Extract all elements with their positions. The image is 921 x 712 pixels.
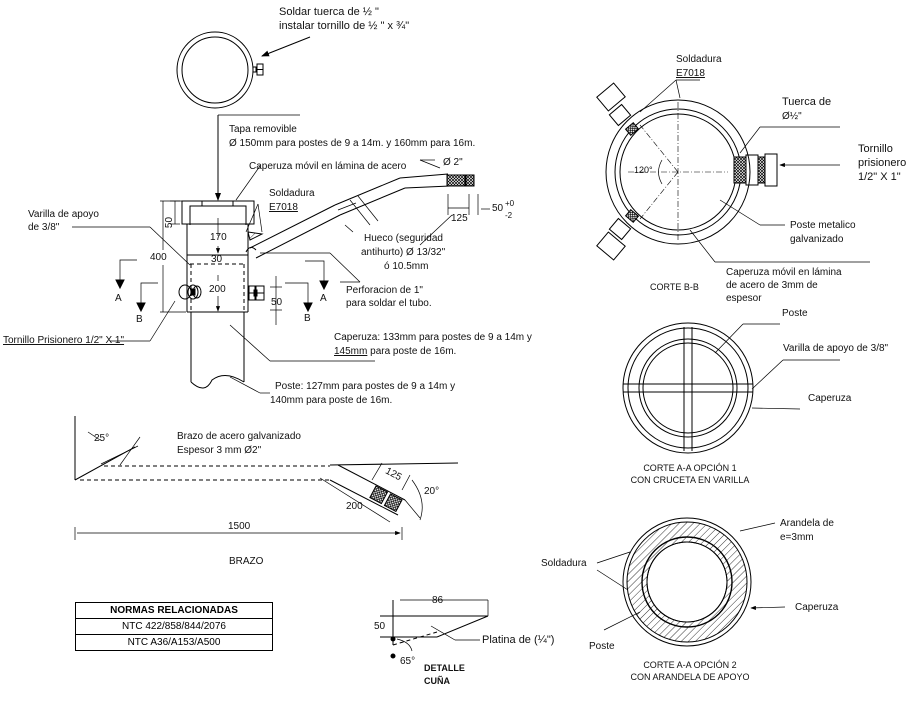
corte-aa-1 bbox=[622, 322, 840, 454]
diametro-label: Ø 2" bbox=[443, 157, 463, 168]
aa2-title-line2: CON ARANDELA DE APOYO bbox=[630, 672, 750, 682]
angle-65: 65° bbox=[400, 656, 416, 667]
caperuza-size-line2: 145mm para poste de 16m. bbox=[334, 345, 456, 358]
dim-50-top: 50 bbox=[164, 216, 176, 229]
dim-50-cuna: 50 bbox=[374, 621, 386, 632]
section-mark-a-left: A bbox=[115, 293, 122, 304]
normas-row: NTC A36/A153/A500 bbox=[75, 634, 273, 651]
dim-1500: 1500 bbox=[228, 521, 251, 532]
brazo-label-line1: Brazo de acero galvanizado bbox=[177, 431, 301, 442]
aa1-title-line1: CORTE A-A OPCIÓN 1 bbox=[643, 463, 737, 473]
dim-200-brazo: 200 bbox=[346, 501, 363, 512]
bb-caperuza-line3: espesor bbox=[726, 293, 762, 304]
bb-tornillo-line3: 1/2" X 1" bbox=[858, 171, 901, 183]
bb-angle-120: 120° bbox=[634, 165, 653, 175]
hueco-label-line1: Hueco (seguridad bbox=[364, 233, 443, 244]
aa2-arandela-line1: Arandela de bbox=[780, 518, 834, 529]
tornillo-prisionero-label: Tornillo Prisionero 1/2" X 1" bbox=[3, 335, 125, 346]
poste-size-line2: 140mm para poste de 16m. bbox=[270, 395, 393, 406]
dim-50-side: 50 bbox=[271, 297, 283, 308]
normas-row: NTC 422/858/844/2076 bbox=[75, 618, 273, 635]
brazo-view bbox=[74, 416, 459, 540]
bb-soldadura-line1: Soldadura bbox=[676, 54, 722, 65]
corte-aa-2 bbox=[596, 517, 786, 647]
bb-poste-line2: galvanizado bbox=[790, 234, 844, 245]
tolerance-lower: -2 bbox=[505, 211, 513, 220]
dim-30: 30 bbox=[211, 254, 223, 265]
caperuza-movil-label: Caperuza móvil en lámina de acero bbox=[249, 161, 407, 172]
bb-tuerca-line1: Tuerca de bbox=[782, 96, 832, 108]
aa2-soldadura-label: Soldadura bbox=[541, 558, 587, 569]
bb-poste-line1: Poste metalico bbox=[790, 220, 856, 231]
caperuza-size-145: 145mm bbox=[334, 346, 368, 357]
caperuza-size-line1: Caperuza: 133mm para postes de 9 a 14m y bbox=[334, 332, 532, 343]
brazo-label-line2: Espesor 3 mm Ø2" bbox=[177, 445, 262, 456]
top-note-line2: instalar tornillo de ½ " x ¾" bbox=[279, 20, 410, 32]
section-mark-b-left: B bbox=[136, 314, 143, 325]
dim-200: 200 bbox=[209, 284, 226, 295]
dim-86: 86 bbox=[432, 595, 444, 606]
bb-tornillo-line1: Tornillo bbox=[858, 143, 893, 155]
detalle-cuna bbox=[380, 599, 489, 659]
tolerance-upper: +0 bbox=[505, 199, 515, 208]
dim-400: 400 bbox=[150, 252, 167, 263]
section-mark-b-right: B bbox=[304, 313, 311, 324]
bb-soldadura-line2: E7018 bbox=[676, 68, 705, 79]
platina-label: Platina de (¼") bbox=[482, 634, 555, 646]
soldadura-label-line2: E7018 bbox=[269, 202, 298, 213]
aa2-title-line1: CORTE A-A OPCIÓN 2 bbox=[643, 660, 737, 670]
bb-caperuza-line1: Caperuza móvil en lámina bbox=[726, 267, 842, 278]
soldadura-label-line1: Soldadura bbox=[269, 188, 315, 199]
tapa-label-line1: Tapa removible bbox=[229, 124, 297, 135]
dim-125-elevation: 125 bbox=[451, 213, 468, 224]
bb-tuerca-line2: Ø½" bbox=[782, 111, 802, 122]
aa1-varilla-label: Varilla de apoyo de 3/8" bbox=[783, 343, 889, 354]
hueco-label-line2: antihurto) Ø 13/32" bbox=[361, 247, 446, 258]
angle-20: 20° bbox=[424, 486, 440, 497]
perforacion-label-line2: para soldar el tubo. bbox=[346, 298, 432, 309]
dim-170: 170 bbox=[210, 232, 227, 243]
bb-caperuza-line2: de acero de 3mm de bbox=[726, 280, 818, 291]
corte-bb bbox=[596, 79, 870, 263]
perforacion-label-line1: Perforacion de 1" bbox=[346, 285, 423, 296]
hueco-label-line3: ó 10.5mm bbox=[384, 261, 429, 272]
brazo-title: BRAZO bbox=[229, 556, 264, 567]
angle-25: 25° bbox=[94, 433, 110, 444]
tapa-label-line2: Ø 150mm para postes de 9 a 14m. y 160mm … bbox=[229, 138, 476, 149]
cuna-title-line1: DETALLE bbox=[424, 663, 465, 673]
section-mark-a-right: A bbox=[320, 293, 327, 304]
normas-header: NORMAS RELACIONADAS bbox=[75, 602, 273, 619]
bb-title: CORTE B-B bbox=[650, 282, 699, 292]
aa1-poste-label: Poste bbox=[782, 308, 808, 319]
cuna-title-line2: CUÑA bbox=[424, 676, 450, 686]
bb-tornillo-line2: prisionero bbox=[858, 157, 907, 169]
poste-size-line1: Poste: 127mm para postes de 9 a 14m y bbox=[275, 381, 456, 392]
varilla-label-line2: de 3/8" bbox=[28, 222, 60, 233]
top-note-line1: Soldar tuerca de ½ " bbox=[279, 6, 379, 18]
aa1-title-line2: CON CRUCETA EN VARILLA bbox=[630, 475, 750, 485]
varilla-label-line1: Varilla de apoyo bbox=[28, 209, 99, 220]
tolerance-base: 50 bbox=[492, 203, 504, 214]
top-view-ring bbox=[176, 31, 311, 109]
aa2-caperuza-label: Caperuza bbox=[795, 602, 839, 613]
aa2-poste-label: Poste bbox=[589, 641, 615, 652]
normas-table: NORMAS RELACIONADAS NTC 422/858/844/2076… bbox=[75, 602, 273, 651]
aa2-arandela-line2: e=3mm bbox=[780, 532, 814, 543]
aa1-caperuza-label: Caperuza bbox=[808, 393, 852, 404]
caperuza-size-rest: para poste de 16m. bbox=[367, 346, 457, 357]
elevation-view bbox=[72, 114, 490, 394]
